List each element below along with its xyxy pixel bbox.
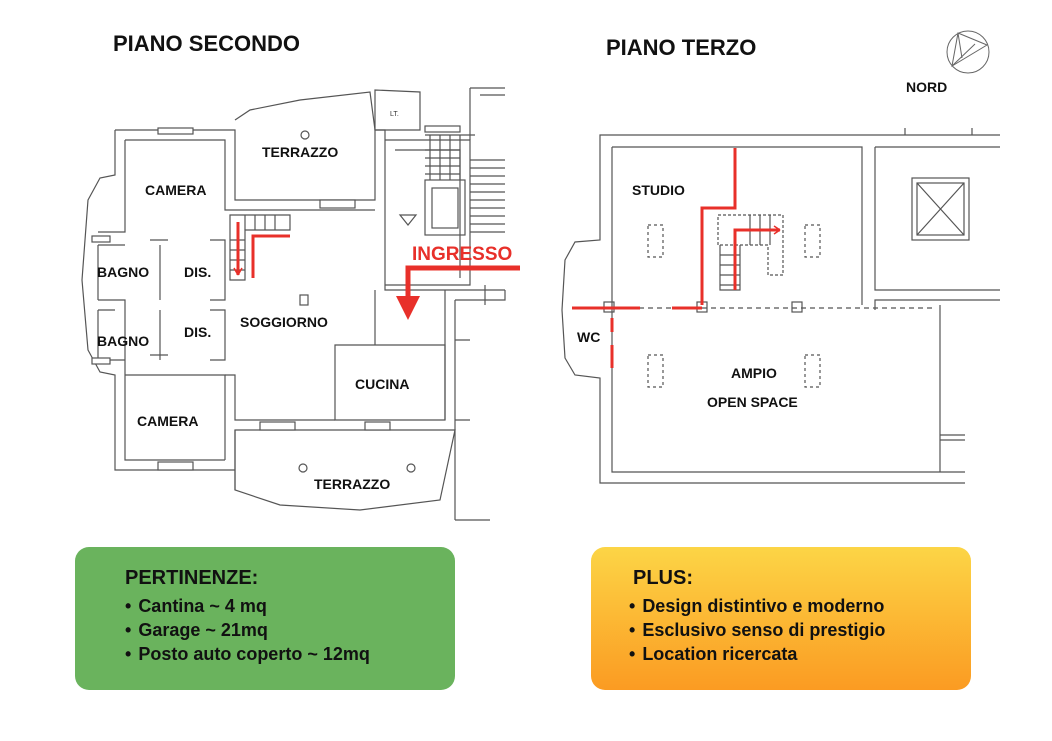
room-studio: STUDIO (632, 182, 685, 198)
plus-list: Design distintivo e moderno Esclusivo se… (629, 594, 971, 666)
third-floor-walls-highlight (572, 148, 781, 368)
room-terrazzo-bottom: TERRAZZO (314, 476, 390, 492)
plus-title: PLUS: (633, 567, 693, 589)
room-bagno-top: BAGNO (97, 264, 149, 280)
entrance-arrow (396, 265, 520, 320)
room-camera-bottom: CAMERA (137, 413, 198, 429)
list-item: Design distintivo e moderno (629, 594, 971, 618)
list-item: Garage ~ 21mq (125, 618, 455, 642)
room-terrazzo-top: TERRAZZO (262, 144, 338, 160)
compass-icon (946, 30, 990, 74)
third-floor-plan (561, 128, 1000, 484)
second-floor-stair-path (233, 222, 290, 278)
room-bagno-bottom: BAGNO (97, 333, 149, 349)
pertinenze-list: Cantina ~ 4 mq Garage ~ 21mq Posto auto … (125, 594, 455, 666)
third-floor-title: PIANO TERZO (606, 35, 757, 60)
room-camera-top: CAMERA (145, 182, 206, 198)
list-item: Cantina ~ 4 mq (125, 594, 455, 618)
plus-box: PLUS: Design distintivo e moderno Esclus… (591, 547, 971, 690)
entrance-label: INGRESSO (412, 244, 512, 265)
stair-note: LT. (390, 111, 399, 118)
room-ampio: AMPIO (731, 365, 777, 381)
list-item: Location ricercata (629, 642, 971, 666)
list-item: Posto auto coperto ~ 12mq (125, 642, 455, 666)
list-item: Esclusivo senso di prestigio (629, 618, 971, 642)
second-floor-title: PIANO SECONDO (113, 31, 301, 56)
room-wc: WC (577, 329, 600, 345)
room-soggiorno: SOGGIORNO (240, 314, 328, 330)
room-dis-bottom: DIS. (184, 324, 211, 340)
room-cucina: CUCINA (355, 376, 409, 392)
compass-label: NORD (906, 79, 947, 95)
room-dis-top: DIS. (184, 264, 211, 280)
pertinenze-box: PERTINENZE: Cantina ~ 4 mq Garage ~ 21mq… (75, 547, 455, 690)
second-floor-plan (81, 87, 506, 521)
room-open-space: OPEN SPACE (707, 394, 798, 410)
pertinenze-title: PERTINENZE: (125, 567, 259, 589)
